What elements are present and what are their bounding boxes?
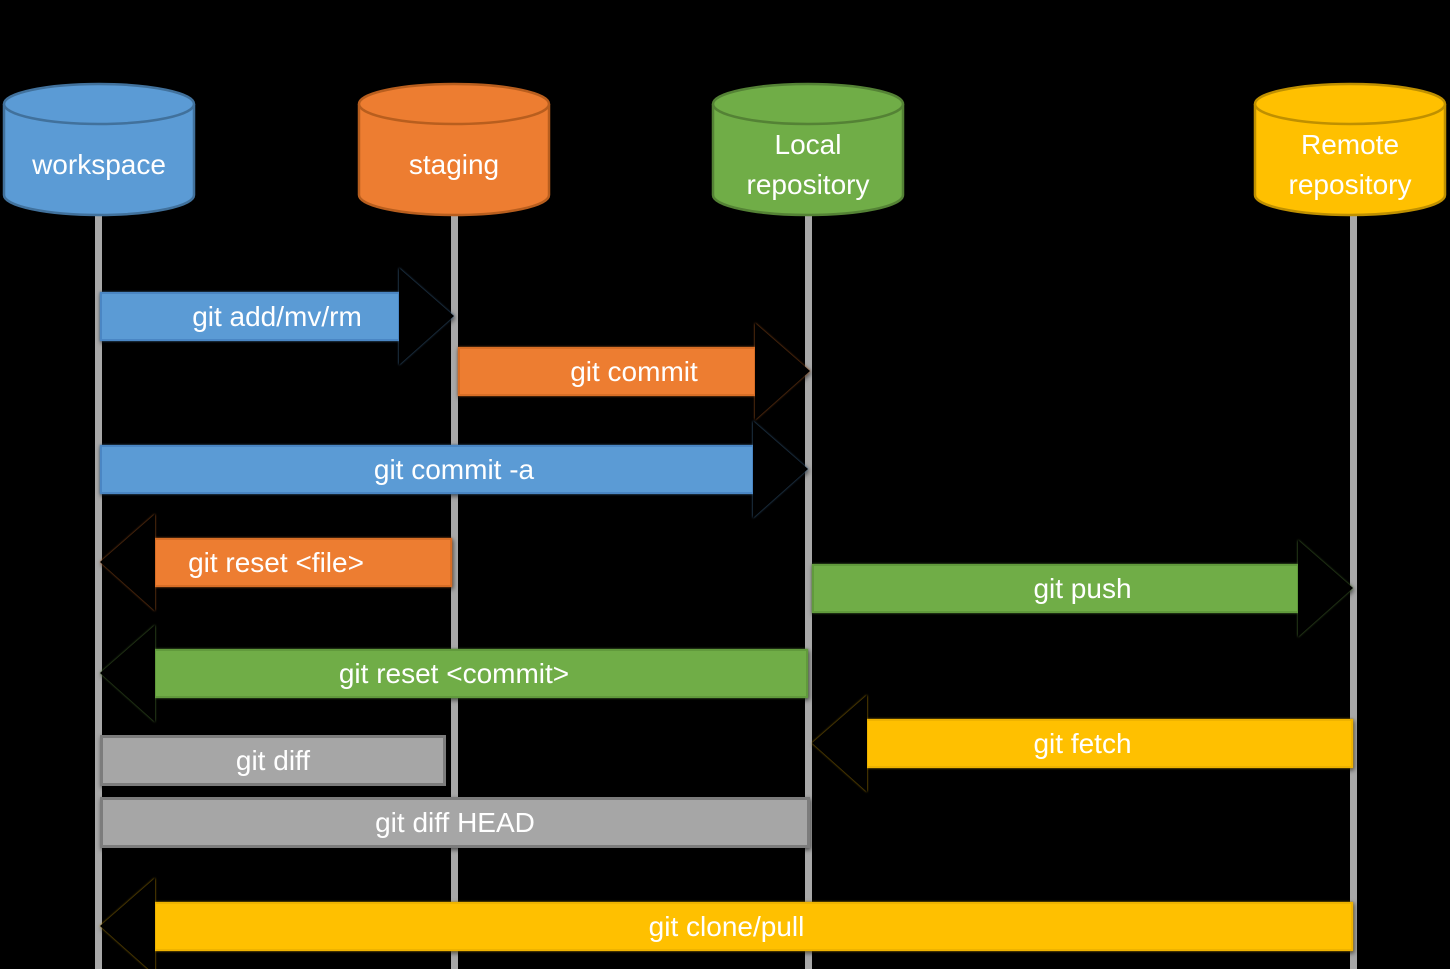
arrow-label: git reset <commit> [338, 657, 570, 689]
arrow-git-commit-a: git commit -a [100, 421, 808, 518]
database-cylinder-local-repository: Local repository [710, 82, 906, 218]
bar-git-diff-head: git diff HEAD [100, 797, 810, 848]
arrow-left-icon [100, 514, 155, 611]
arrow-body [812, 564, 1299, 613]
arrow-right-icon [399, 268, 454, 365]
arrow-label: git clone/pull [648, 910, 805, 942]
bar-label: git diff [235, 744, 311, 776]
lane-label-local-repository: Local repository [746, 128, 870, 200]
arrow-git-push: git push [812, 540, 1353, 637]
lifeline-remote-repository [1350, 205, 1357, 969]
arrow-right-icon [1298, 540, 1353, 637]
arrow-body [100, 445, 754, 494]
database-icon [1253, 82, 1447, 217]
arrow-label: git fetch [1033, 727, 1132, 759]
database-icon [711, 82, 905, 217]
arrow-label: git push [1033, 572, 1132, 604]
arrow-body [866, 719, 1353, 768]
bar-git-diff: git diff [100, 735, 446, 786]
arrow-git-clone-pull: git clone/pull [100, 878, 1353, 969]
lifeline-workspace [95, 205, 102, 969]
bar-label: git diff HEAD [375, 806, 535, 838]
arrow-body [458, 347, 756, 396]
lane-label-remote-repository: Remote repository [1288, 128, 1412, 200]
arrow-git-reset-commit: git reset <commit> [100, 625, 808, 722]
database-icon [357, 82, 551, 217]
lane-label-staging: staging [408, 148, 500, 180]
arrow-right-icon [753, 421, 808, 518]
arrow-git-fetch: git fetch [812, 695, 1353, 792]
arrow-label: git add/mv/rm [192, 300, 362, 332]
database-cylinder-staging: staging [356, 82, 552, 218]
database-icon [2, 82, 196, 217]
arrow-git-add-mv-rm: git add/mv/rm [100, 268, 454, 365]
arrow-body [100, 292, 400, 341]
arrow-body [154, 538, 452, 587]
lifeline-staging [451, 205, 458, 969]
arrow-body [154, 649, 808, 698]
database-cylinder-workspace: workspace [1, 82, 197, 218]
arrow-left-icon [100, 625, 155, 722]
arrow-git-reset-file: git reset <file> [100, 514, 452, 611]
arrow-git-commit: git commit [458, 323, 810, 420]
arrow-label: git commit -a [373, 453, 535, 485]
lane-label-workspace: workspace [32, 148, 166, 180]
arrow-right-icon [755, 323, 810, 420]
arrow-left-icon [100, 878, 155, 969]
arrow-label: git commit [570, 355, 698, 387]
arrow-label: git reset <file> [188, 546, 364, 578]
lifeline-local-repository [805, 205, 812, 969]
arrow-left-icon [812, 695, 867, 792]
arrow-body [154, 902, 1353, 951]
database-cylinder-remote-repository: Remote repository [1252, 82, 1448, 218]
